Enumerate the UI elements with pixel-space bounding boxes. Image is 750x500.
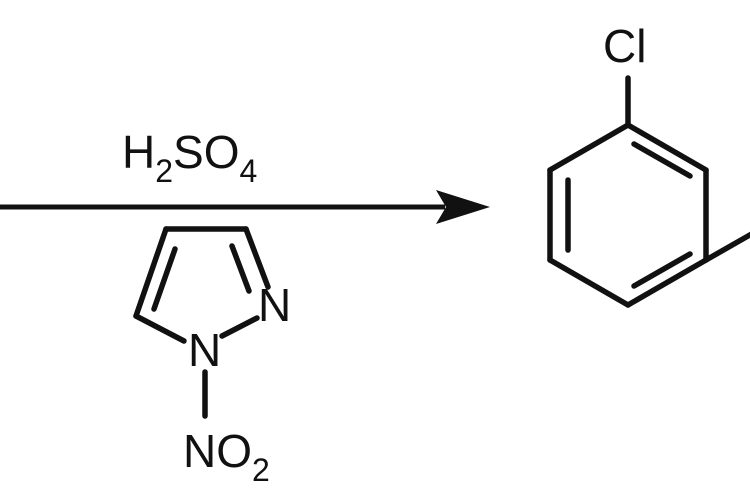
- pyrazole-bond-n1-n2: [219, 315, 260, 339]
- reaction-arrow-head: [436, 190, 490, 224]
- pyrazole-double-bond-c4-c5: [151, 246, 178, 312]
- pyrazole-double-bond-c3-n2: [229, 243, 252, 294]
- product-chlorine-label: Cl: [603, 20, 646, 72]
- product-structure: Cl: [547, 20, 750, 308]
- nitropyrazole-structure: N N NO2: [133, 226, 291, 488]
- nitro-group-label: NO2: [183, 425, 270, 488]
- pyrazole-n1-label: N: [188, 324, 221, 376]
- pyrazole-bond-c4-c5: [133, 226, 169, 319]
- product-ring-bond-4: [625, 257, 709, 308]
- product-ring-bond-1: [547, 122, 631, 173]
- reaction-arrow: [0, 190, 490, 224]
- pyrazole-bond-c5-n1: [133, 313, 187, 344]
- product-substituent-bond: [703, 231, 750, 263]
- product-ring-bond-3: [547, 257, 631, 308]
- product-ring-bond-6: [625, 122, 709, 173]
- pyrazole-bond-c3-n2: [243, 226, 271, 290]
- product-ring-double-bond-3: [631, 251, 693, 289]
- product-ring-double-bond-2: [631, 141, 693, 179]
- reagent-sulfuric-acid: H2SO4: [122, 126, 257, 189]
- pyrazole-n2-label: N: [258, 279, 291, 331]
